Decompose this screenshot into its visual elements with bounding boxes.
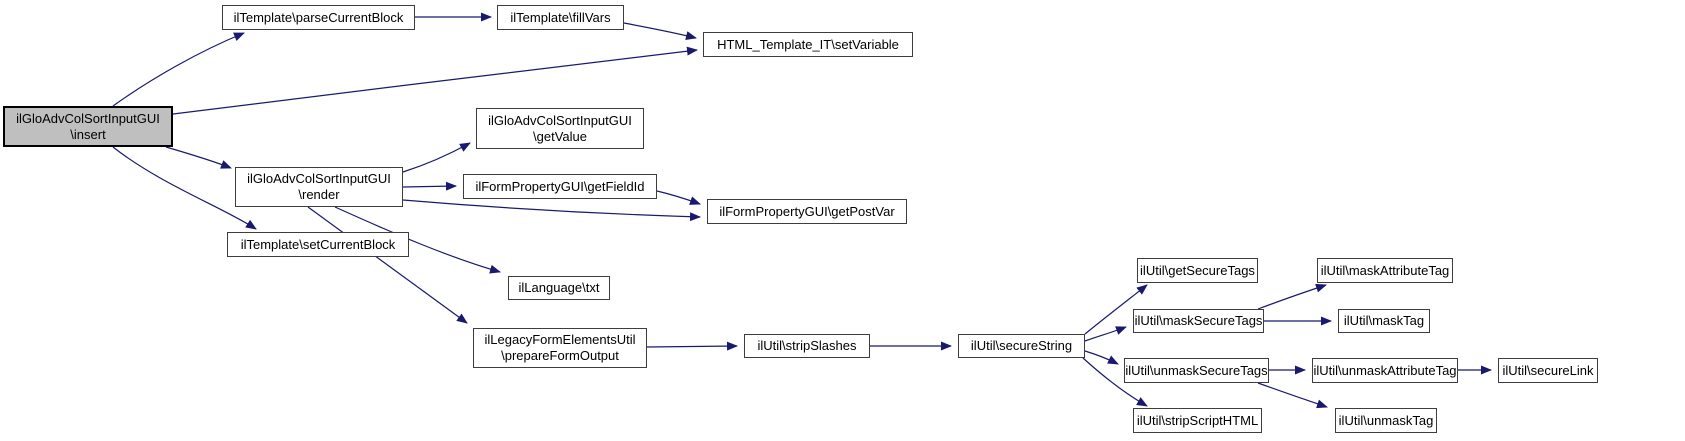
edge-render-to-getPostVar bbox=[402, 199, 701, 222]
edge-secureString-to-getSecureTags bbox=[1084, 284, 1148, 335]
edge-insert-to-setVariable bbox=[172, 46, 698, 115]
graph-node-stripSlashes[interactable]: ilUtil\stripSlashes bbox=[744, 334, 870, 358]
edge-render-to-getValue bbox=[402, 142, 471, 173]
graph-node-prepareFormOutput[interactable]: ilLegacyFormElementsUtil\prepareFormOutp… bbox=[473, 328, 647, 368]
edge-secureString-to-unmaskSecureTags bbox=[1084, 350, 1119, 365]
node-label-line: \getValue bbox=[533, 128, 587, 144]
edge-insert-to-setCurrentBlock bbox=[112, 146, 257, 230]
graph-node-insert: ilGloAdvColSortInputGUI\insert bbox=[3, 106, 173, 147]
node-label-line: ilUtil\stripSlashes bbox=[757, 338, 857, 354]
graph-node-secureString[interactable]: ilUtil\secureString bbox=[958, 334, 1085, 358]
edge-insert-to-render bbox=[165, 146, 232, 169]
node-label-line: ilUtil\stripScriptHTML bbox=[1136, 412, 1259, 428]
graph-node-fillVars[interactable]: ilTemplate\fillVars bbox=[497, 5, 624, 30]
graph-node-unmaskTag[interactable]: ilUtil\unmaskTag bbox=[1335, 408, 1437, 433]
graph-node-unmaskSecureTags[interactable]: ilUtil\unmaskSecureTags bbox=[1124, 358, 1269, 383]
graph-node-getValue[interactable]: ilGloAdvColSortInputGUI\getValue bbox=[476, 108, 644, 149]
node-label-line: ilUtil\maskTag bbox=[1343, 313, 1425, 329]
node-label-line: ilLanguage\txt bbox=[518, 280, 600, 296]
node-label-line: ilTemplate\fillVars bbox=[510, 9, 611, 25]
node-label-line: ilUtil\maskAttributeTag bbox=[1320, 262, 1450, 278]
node-label-line: ilUtil\unmaskSecureTags bbox=[1125, 362, 1268, 378]
node-label-line: ilUtil\getSecureTags bbox=[1140, 262, 1255, 278]
node-label-line: \prepareFormOutput bbox=[501, 348, 619, 363]
graph-node-stripScriptHTML[interactable]: ilUtil\stripScriptHTML bbox=[1133, 408, 1262, 433]
node-label-line: ilUtil\unmaskTag bbox=[1338, 412, 1434, 428]
node-label-line: ilUtil\secureString bbox=[970, 338, 1073, 354]
node-label-line: ilTemplate\setCurrentBlock bbox=[240, 236, 396, 252]
graph-node-getFieldId[interactable]: ilFormPropertyGUI\getFieldId bbox=[463, 174, 657, 199]
node-label-line: ilGloAdvColSortInputGUI bbox=[247, 171, 391, 187]
graph-node-unmaskAttributeTag[interactable]: ilUtil\unmaskAttributeTag bbox=[1312, 358, 1458, 383]
edge-secureString-to-maskSecureTags bbox=[1084, 326, 1127, 342]
edge-secureString-to-stripScriptHTML bbox=[1082, 357, 1148, 407]
node-label-line: ilFormPropertyGUI\getPostVar bbox=[719, 203, 895, 219]
graph-node-maskSecureTags[interactable]: ilUtil\maskSecureTags bbox=[1133, 309, 1264, 333]
node-label-line: ilGloAdvColSortInputGUI bbox=[16, 110, 160, 126]
graph-node-setCurrentBlock[interactable]: ilTemplate\setCurrentBlock bbox=[227, 232, 409, 257]
edge-fillVars-to-setVariable bbox=[623, 22, 697, 40]
graph-node-txt[interactable]: ilLanguage\txt bbox=[508, 276, 610, 300]
edge-render-to-txt bbox=[334, 206, 501, 274]
graph-node-getSecureTags[interactable]: ilUtil\getSecureTags bbox=[1137, 258, 1258, 283]
node-label-line: \render bbox=[298, 187, 340, 202]
edge-prepareFormOutput-to-stripSlashes bbox=[646, 341, 738, 351]
graph-node-getPostVar[interactable]: ilFormPropertyGUI\getPostVar bbox=[707, 199, 907, 224]
node-label-line: ilUtil\maskSecureTags bbox=[1134, 313, 1263, 329]
node-label-line: \insert bbox=[70, 126, 106, 142]
graph-node-parseCurrentBlock[interactable]: ilTemplate\parseCurrentBlock bbox=[222, 5, 415, 30]
graph-node-secureLink[interactable]: ilUtil\secureLink bbox=[1498, 358, 1598, 383]
node-label-line: ilGloAdvColSortInputGUI bbox=[488, 112, 632, 128]
edge-render-to-getFieldId bbox=[402, 181, 457, 191]
edge-unmaskSecureTags-to-unmaskTag bbox=[1257, 382, 1328, 409]
edge-maskSecureTags-to-maskAttributeTag bbox=[1257, 283, 1327, 310]
node-label-line: ilFormPropertyGUI\getFieldId bbox=[475, 178, 645, 194]
graph-node-setVariable[interactable]: HTML_Template_IT\setVariable bbox=[703, 32, 913, 57]
node-label-line: ilUtil\secureLink bbox=[1502, 362, 1594, 378]
node-label-line: ilTemplate\parseCurrentBlock bbox=[233, 9, 404, 25]
edge-getFieldId-to-getPostVar bbox=[656, 190, 701, 205]
edge-render-to-prepareFormOutput bbox=[307, 206, 468, 324]
node-label-line: ilUtil\unmaskAttributeTag bbox=[1313, 362, 1457, 378]
node-label-line: ilLegacyFormElementsUtil bbox=[484, 332, 636, 348]
graph-node-maskAttributeTag[interactable]: ilUtil\maskAttributeTag bbox=[1317, 258, 1453, 283]
node-label-line: HTML_Template_IT\setVariable bbox=[717, 36, 899, 52]
edge-insert-to-parseCurrentBlock bbox=[112, 32, 245, 107]
graph-node-render[interactable]: ilGloAdvColSortInputGUI\render bbox=[235, 167, 403, 207]
graph-node-maskTag[interactable]: ilUtil\maskTag bbox=[1338, 309, 1430, 333]
